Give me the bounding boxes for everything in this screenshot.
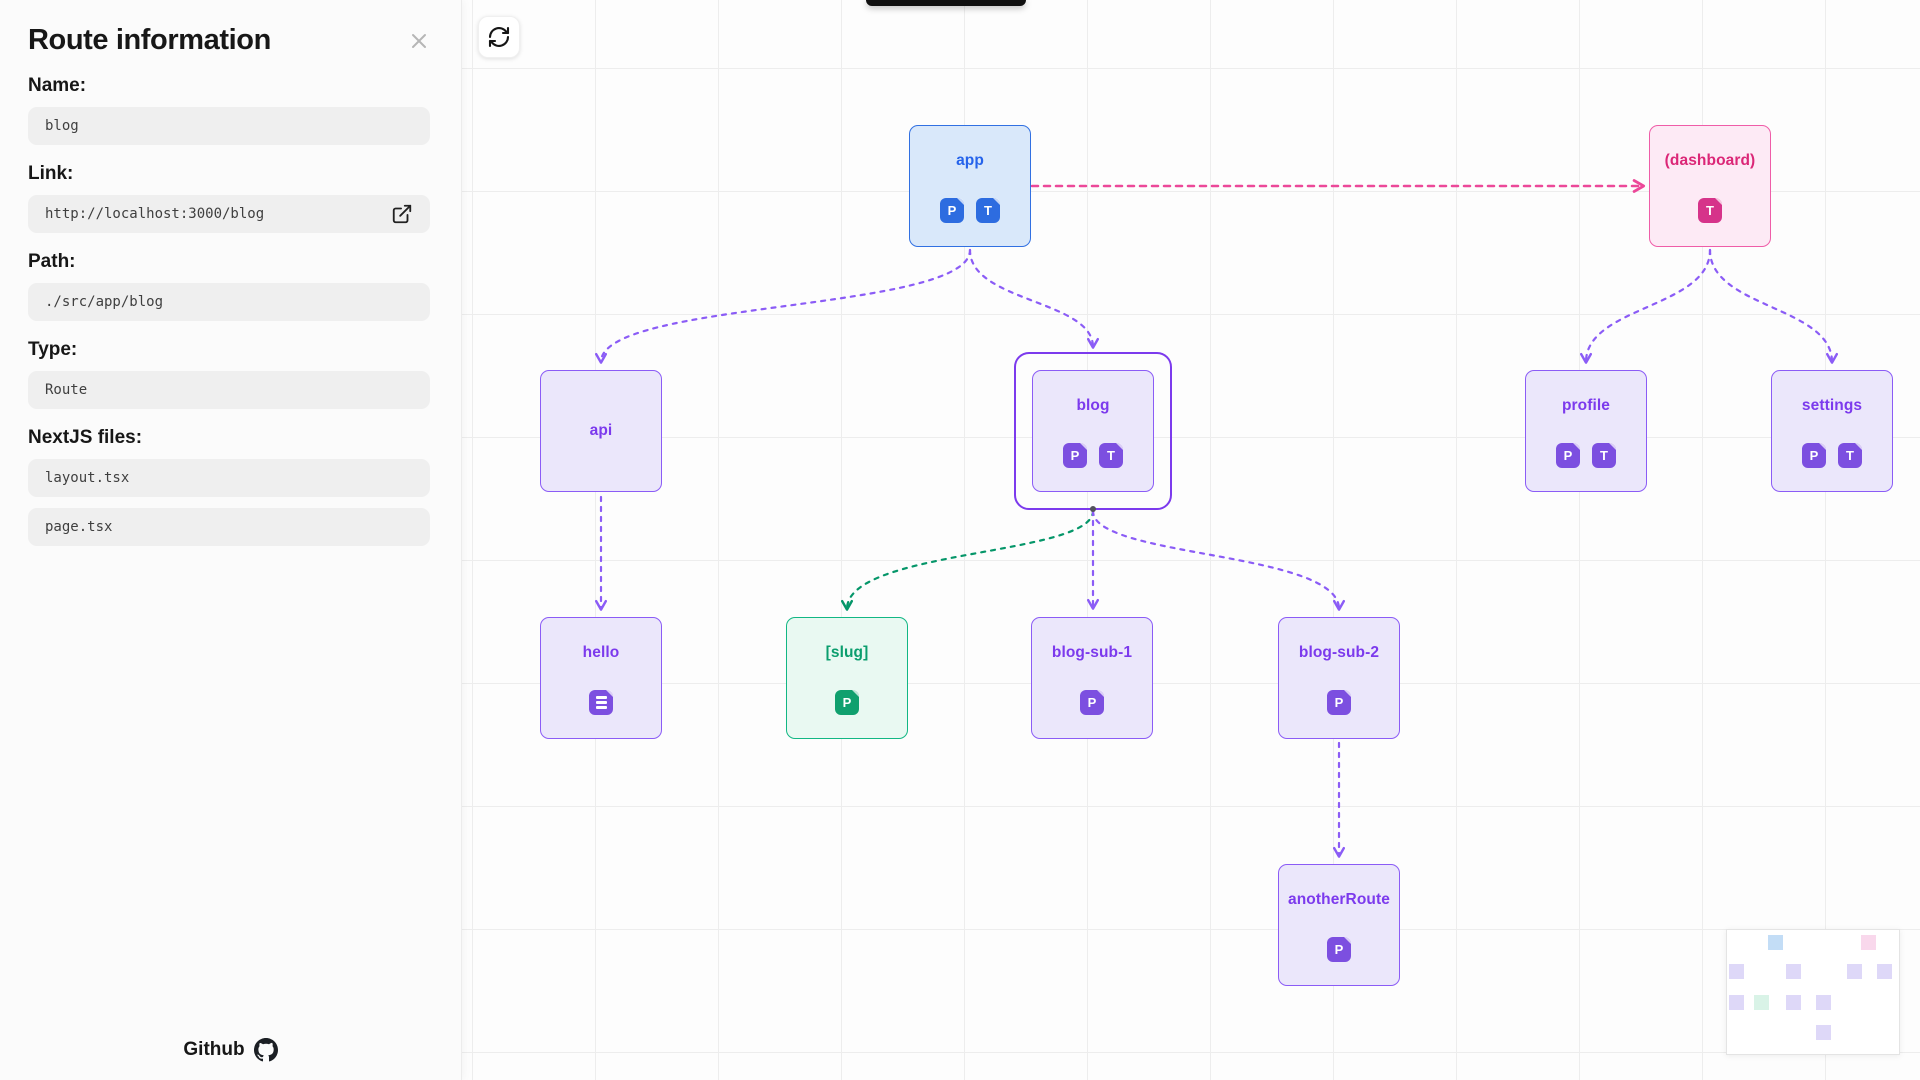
layout-file-icon: T: [976, 198, 1000, 223]
page-file-icon: P: [835, 690, 859, 715]
edges-layer: [594, 179, 1839, 858]
file-item-layout-value: layout.tsx: [45, 470, 130, 486]
external-link-icon[interactable]: [391, 203, 413, 225]
page-file-icon: P: [1802, 443, 1826, 468]
github-label: Github: [183, 1039, 245, 1060]
route-node-slug[interactable]: [slug] P: [786, 617, 908, 739]
node-label-anotherRoute: anotherRoute: [1288, 891, 1390, 908]
node-file-badges: P: [1279, 690, 1399, 715]
file-item-page-value: page.tsx: [45, 519, 113, 535]
minimap-node-slug: [1754, 995, 1769, 1010]
node-file-badges: T: [1650, 198, 1770, 223]
node-label-app: app: [956, 152, 984, 169]
route-node-dashboard[interactable]: (dashboard) T: [1649, 125, 1771, 247]
node-label-blog-sub-1: blog-sub-1: [1051, 644, 1133, 661]
type-field[interactable]: Route: [28, 371, 430, 409]
field-label-path: Path:: [28, 251, 76, 272]
minimap-node-anotherRoute: [1816, 1025, 1831, 1040]
node-label-hello: hello: [582, 644, 620, 661]
minimap-node-settings: [1877, 964, 1892, 979]
minimap-node-hello: [1729, 995, 1744, 1010]
node-file-badges: P: [787, 690, 907, 715]
page-file-icon: P: [1080, 690, 1104, 715]
edge-dashboard-profile: [1579, 248, 1712, 364]
page-file-icon: P: [940, 198, 964, 223]
node-label-api: api: [589, 422, 613, 439]
route-info-panel: Route information Name: blog Link: http:…: [0, 0, 462, 1080]
node-file-badges: P: [1032, 690, 1152, 715]
node-label-slug: [slug]: [825, 644, 869, 661]
panel-title: Route information: [28, 24, 271, 56]
top-toolbar-notch: [866, 0, 1026, 6]
edge-blog-slug: [840, 509, 1095, 611]
layout-file-icon: T: [1099, 443, 1123, 468]
edge-dashboard-settings: [1708, 248, 1839, 364]
minimap-node-blog-sub-2: [1816, 995, 1831, 1010]
github-icon: [253, 1038, 278, 1062]
refresh-button[interactable]: [478, 16, 520, 58]
node-file-badges: P: [1279, 937, 1399, 962]
route-file-icon: [589, 690, 613, 715]
minimap-node-blog-sub-1: [1786, 995, 1801, 1010]
page-file-icon: P: [1063, 443, 1087, 468]
edge-app-blog: [968, 248, 1100, 349]
path-field-value: ./src/app/blog: [45, 294, 164, 310]
path-field[interactable]: ./src/app/blog: [28, 283, 430, 321]
link-field[interactable]: http://localhost:3000/blog: [28, 195, 430, 233]
minimap-node-app: [1768, 935, 1783, 950]
field-label-type: Type:: [28, 339, 78, 360]
field-label-link: Link:: [28, 163, 74, 184]
name-field-value: blog: [45, 118, 79, 134]
page-file-icon: P: [1327, 937, 1351, 962]
edge-app-api: [594, 248, 972, 364]
field-label-name: Name:: [28, 75, 87, 96]
file-item-page[interactable]: page.tsx: [28, 508, 430, 546]
minimap[interactable]: [1726, 929, 1900, 1055]
route-node-hello[interactable]: hello: [540, 617, 662, 739]
page-file-icon: P: [1327, 690, 1351, 715]
link-field-value: http://localhost:3000/blog: [45, 206, 265, 222]
minimap-node-blog: [1786, 964, 1801, 979]
route-node-api[interactable]: api: [540, 370, 662, 492]
minimap-node-dashboard: [1861, 935, 1876, 950]
layout-file-icon: T: [1698, 198, 1722, 223]
node-label-blog-sub-2: blog-sub-2: [1298, 644, 1380, 661]
close-icon[interactable]: [405, 27, 433, 55]
minimap-node-api: [1729, 964, 1744, 979]
layout-file-icon: T: [1838, 443, 1862, 468]
name-field[interactable]: blog: [28, 107, 430, 145]
field-label-nextjs-files: NextJS files:: [28, 427, 143, 448]
node-file-badges: [541, 690, 661, 715]
github-link[interactable]: Github: [0, 1038, 461, 1062]
layout-file-icon: T: [1592, 443, 1616, 468]
type-field-value: Route: [45, 382, 88, 398]
node-handle-dot: [1090, 506, 1096, 512]
node-label-blog: blog: [1076, 397, 1110, 414]
minimap-node-profile: [1847, 964, 1862, 979]
node-label-profile: profile: [1561, 397, 1611, 414]
file-item-layout[interactable]: layout.tsx: [28, 459, 430, 497]
page-file-icon: P: [1556, 443, 1580, 468]
refresh-icon: [487, 25, 511, 49]
node-label-settings: settings: [1801, 397, 1863, 414]
edge-blog-blog-sub-2: [1091, 509, 1346, 611]
node-label-dashboard: (dashboard): [1664, 152, 1756, 169]
